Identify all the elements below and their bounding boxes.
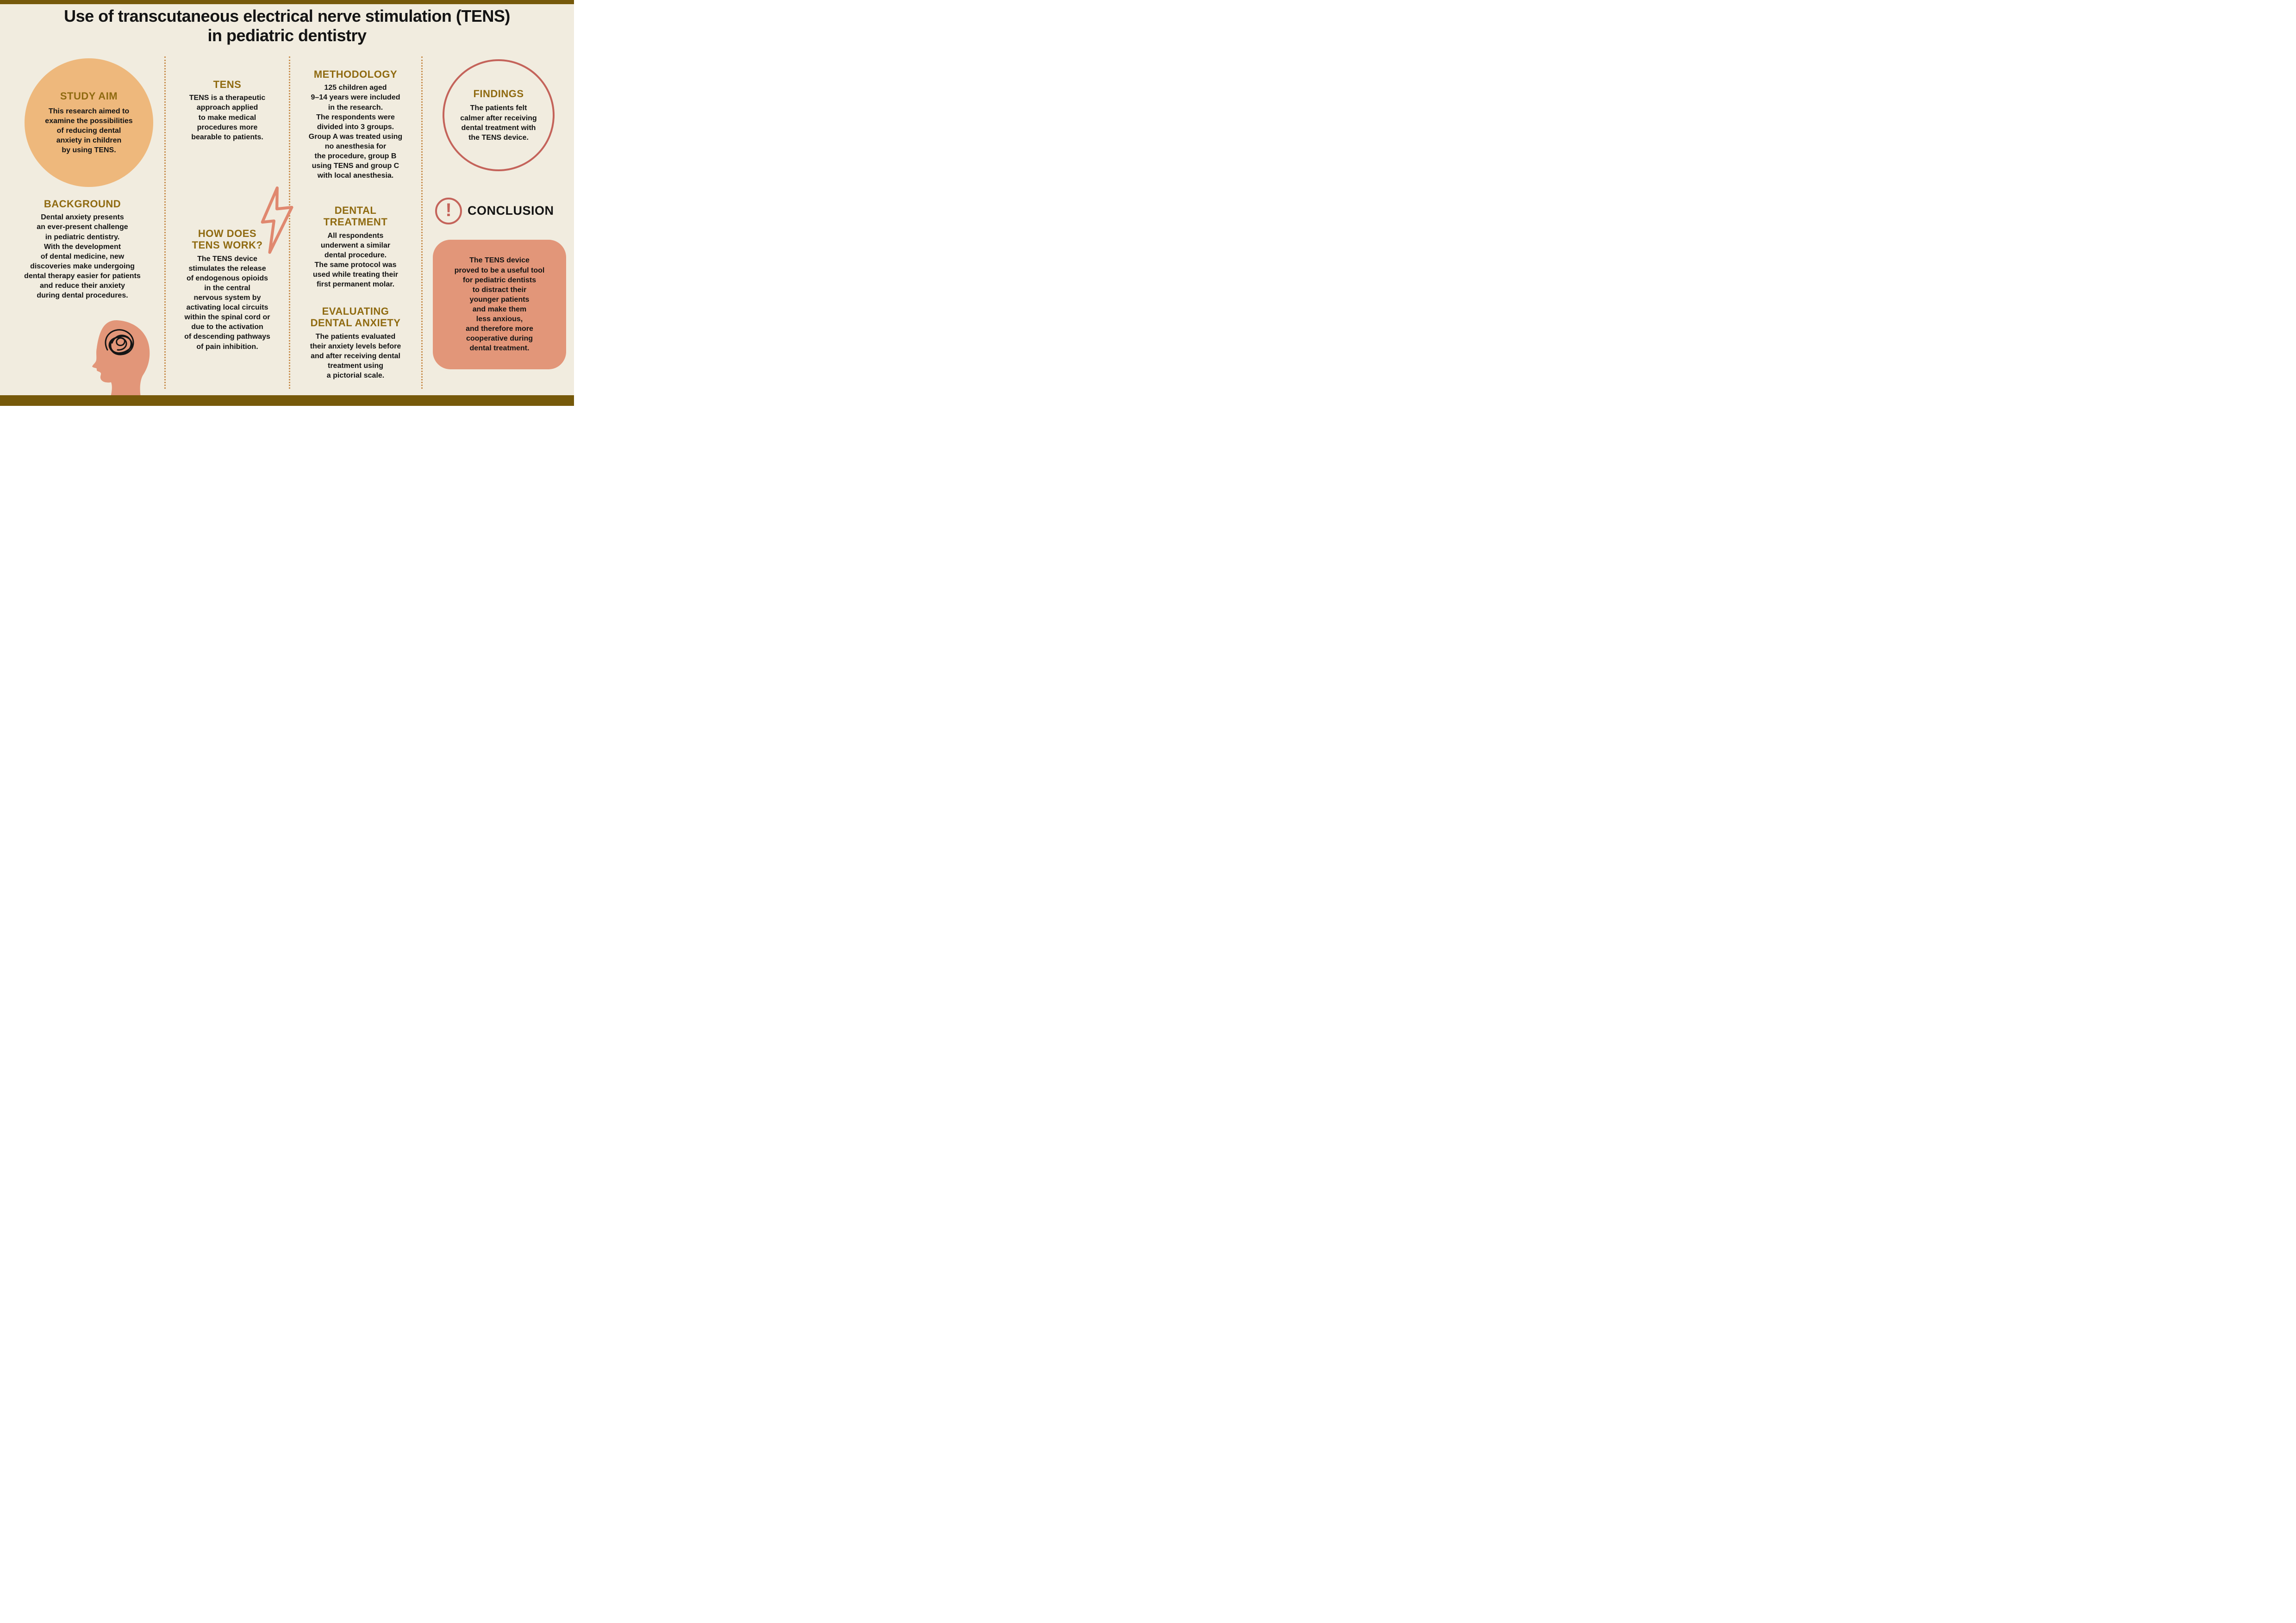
bottom-border-bar (0, 395, 574, 406)
infographic-page: Use of transcutaneous electrical nerve s… (0, 0, 574, 406)
methodology-body: 125 children aged 9–14 years were includ… (308, 84, 403, 180)
findings-circle: FINDINGS The patients felt calmer after … (443, 59, 555, 171)
anxious-head-illustration (92, 320, 150, 397)
study-aim-circle: STUDY AIM This research aimed to examine… (25, 58, 153, 187)
dental-treatment-section: DENTAL TREATMENT All respondents underwe… (293, 205, 418, 289)
methodology-heading: METHODOLOGY (313, 68, 398, 80)
conclusion-heading: CONCLUSION (468, 204, 554, 218)
column-divider-3 (421, 56, 423, 389)
tens-section: TENS TENS is a therapeutic approach appl… (168, 79, 287, 142)
anxiety-scribble-icon-3 (116, 337, 125, 346)
findings-body: The patients felt calmer after receiving… (460, 104, 537, 142)
evaluating-dental-anxiety-body: The patients evaluated their anxiety lev… (310, 332, 401, 380)
tens-body: TENS is a therapeutic approach applied t… (189, 94, 266, 141)
background-heading: BACKGROUND (44, 198, 121, 210)
evaluating-dental-anxiety-section: EVALUATING DENTAL ANXIETY The patients e… (290, 305, 421, 380)
evaluating-dental-anxiety-heading: EVALUATING DENTAL ANXIETY (310, 305, 401, 329)
conclusion-box: The TENS device proved to be a useful to… (433, 240, 566, 369)
conclusion-body: The TENS device proved to be a useful to… (454, 256, 545, 353)
anxiety-scribble-icon-2 (108, 335, 132, 354)
page-title: Use of transcutaneous electrical nerve s… (64, 6, 510, 45)
background-section: BACKGROUND Dental anxiety presents an ev… (2, 198, 163, 300)
how-tens-works-section: HOW DOES TENS WORK? The TENS device stim… (166, 228, 289, 352)
how-tens-works-heading: HOW DOES TENS WORK? (192, 228, 263, 251)
study-aim-body: This research aimed to examine the possi… (45, 107, 133, 155)
lightning-bolt-shape (261, 186, 293, 254)
exclamation-icon: ! (435, 198, 462, 224)
study-aim-heading: STUDY AIM (60, 90, 118, 102)
head-silhouette-icon (92, 320, 150, 397)
column-divider-1 (164, 56, 166, 389)
dental-treatment-body: All respondents underwent a similar dent… (312, 231, 399, 289)
dental-treatment-heading: DENTAL TREATMENT (323, 205, 388, 228)
tens-heading: TENS (213, 79, 242, 90)
methodology-section: METHODOLOGY 125 children aged 9–14 years… (291, 68, 420, 180)
background-body: Dental anxiety presents an ever-present … (24, 213, 141, 300)
top-border-bar (0, 0, 574, 4)
how-tens-works-body: The TENS device stimulates the release o… (184, 255, 270, 351)
column-divider-2 (289, 56, 290, 389)
exclamation-mark: ! (445, 200, 452, 220)
lightning-bolt-icon (261, 186, 293, 254)
findings-heading: FINDINGS (473, 88, 524, 100)
